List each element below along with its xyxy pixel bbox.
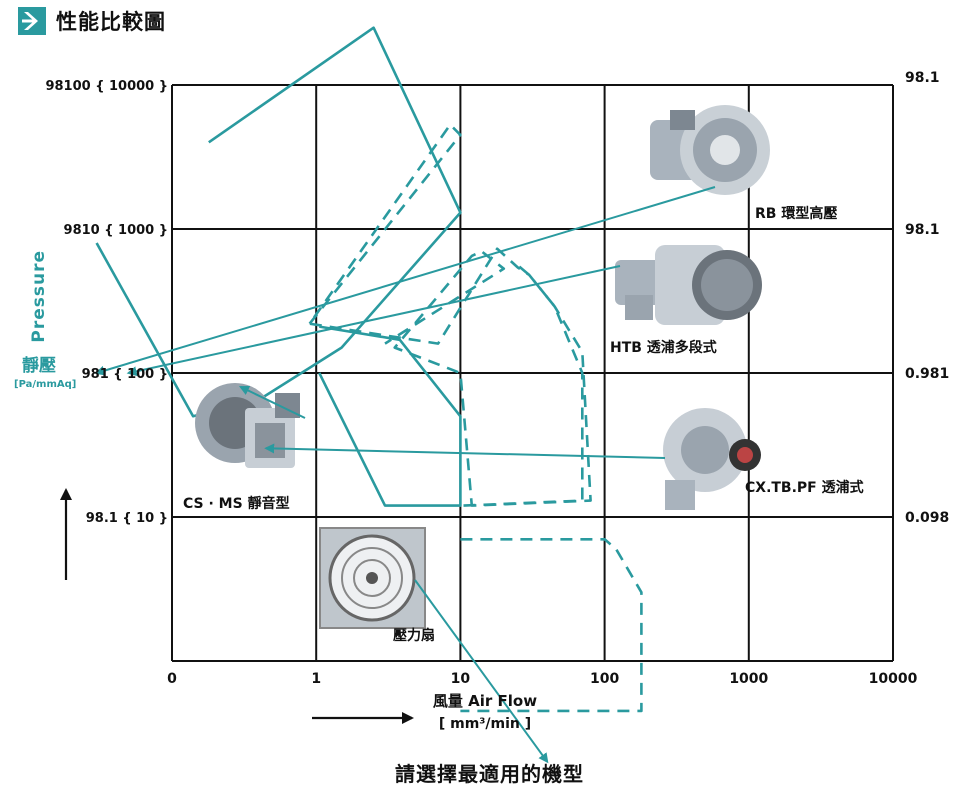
x-axis-unit: [ mm³/min ] xyxy=(439,716,531,732)
product-labels: RB 環型高壓 HTB 透浦多段式 CX.TB.PF 透浦式 CS · MS 靜音型壓… xyxy=(94,186,864,764)
chart-grid xyxy=(171,84,894,662)
product-label: HTB 透浦多段式 xyxy=(610,339,717,356)
y-tick-label-right: 98.1 xyxy=(905,70,940,86)
series-outline xyxy=(460,537,643,713)
series-outline xyxy=(95,26,462,418)
product-label: RB 環型高壓 xyxy=(755,205,837,222)
x-tick-label: 1000 xyxy=(729,671,768,687)
y-axis-label: Pressure 靜壓 [Pa/mmAq] xyxy=(14,250,76,390)
y-tick-label-left: 981 { 100 } xyxy=(82,367,168,382)
y-tick-label-left: 9810 { 1000 } xyxy=(64,223,168,238)
pointer-arrow xyxy=(414,579,549,764)
x-tick-label: 100 xyxy=(590,671,619,687)
turbo-blower-icon xyxy=(663,408,761,510)
multistage-turbo-blower-icon xyxy=(615,245,762,325)
product-label: CX.TB.PF 透浦式 xyxy=(745,479,864,496)
page-title: 性能比較圖 xyxy=(56,10,166,34)
footer-text: 請選擇最適用的機型 xyxy=(395,762,584,786)
pointer-arrow xyxy=(126,265,621,377)
arrow-right-icon xyxy=(18,7,46,35)
y-tick-label-right: 0.981 xyxy=(905,366,949,382)
product-label: 壓力扇 xyxy=(393,627,435,644)
x-tick-label: 10000 xyxy=(869,671,918,687)
product-label: CS · MS 靜音型 xyxy=(183,495,290,512)
pointer-arrow xyxy=(239,385,306,419)
x-tick-label: 10 xyxy=(451,671,471,687)
ring-blower-icon xyxy=(650,105,770,195)
y-axis-label-zh: 靜壓 xyxy=(22,355,56,376)
y-tick-label-right: 0.098 xyxy=(905,510,949,526)
chart-series xyxy=(95,26,643,713)
x-tick-label: 0 xyxy=(167,671,177,687)
pointer-arrow xyxy=(94,186,716,376)
page-header: 性能比較圖 xyxy=(18,6,166,36)
x-tick-label: 1 xyxy=(311,671,321,687)
axis-ticks: 0 1 10 100 1000 10000 98100 { 10000 } 9810 { 10… xyxy=(45,70,949,687)
series-outline xyxy=(463,264,584,507)
series-outline xyxy=(308,123,592,507)
wall-fan-icon xyxy=(319,527,426,629)
pointer-arrow xyxy=(264,443,666,459)
y-tick-label-right: 98.1 xyxy=(905,222,940,238)
y-tick-label-left: 98.1 { 10 } xyxy=(86,511,168,526)
series-outline xyxy=(318,325,462,507)
silent-blower-icon xyxy=(195,383,300,468)
x-axis-label: 風量 Air Flow xyxy=(433,692,537,710)
y-tick-label-left: 98100 { 10000 } xyxy=(45,79,168,94)
